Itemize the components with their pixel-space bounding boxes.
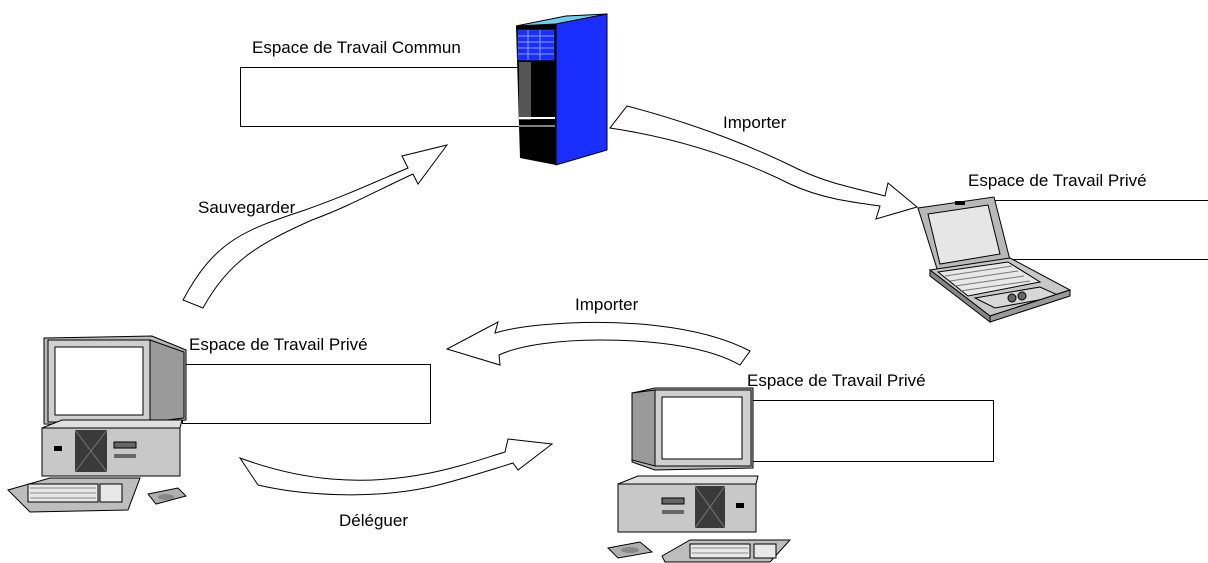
private-workspace-left-label: Espace de Travail Privé — [189, 335, 368, 354]
private-workspace-bottom-label: Espace de Travail Privé — [747, 371, 926, 390]
common-workspace-label: Espace de Travail Commun — [252, 38, 461, 57]
private-workspace-laptop-label: Espace de Travail Privé — [968, 171, 1147, 190]
delegate-label: Déléguer — [339, 511, 408, 530]
import-top-label: Importer — [723, 113, 787, 132]
private-workspace-laptop-box — [990, 200, 1208, 260]
save-label: Sauvegarder — [198, 198, 296, 217]
import-middle-label: Importer — [575, 295, 639, 314]
common-workspace-box — [240, 67, 541, 127]
desktop-computer-icon — [7, 335, 187, 513]
laptop-icon — [917, 196, 1072, 324]
private-workspace-left-box — [182, 364, 431, 424]
save-arrow — [182, 144, 449, 309]
import-arrow-top — [609, 105, 919, 220]
delegate-arrow — [238, 438, 554, 496]
desktop-computer-icon — [606, 387, 792, 563]
server-icon — [515, 13, 608, 166]
import-arrow-middle — [445, 321, 751, 366]
